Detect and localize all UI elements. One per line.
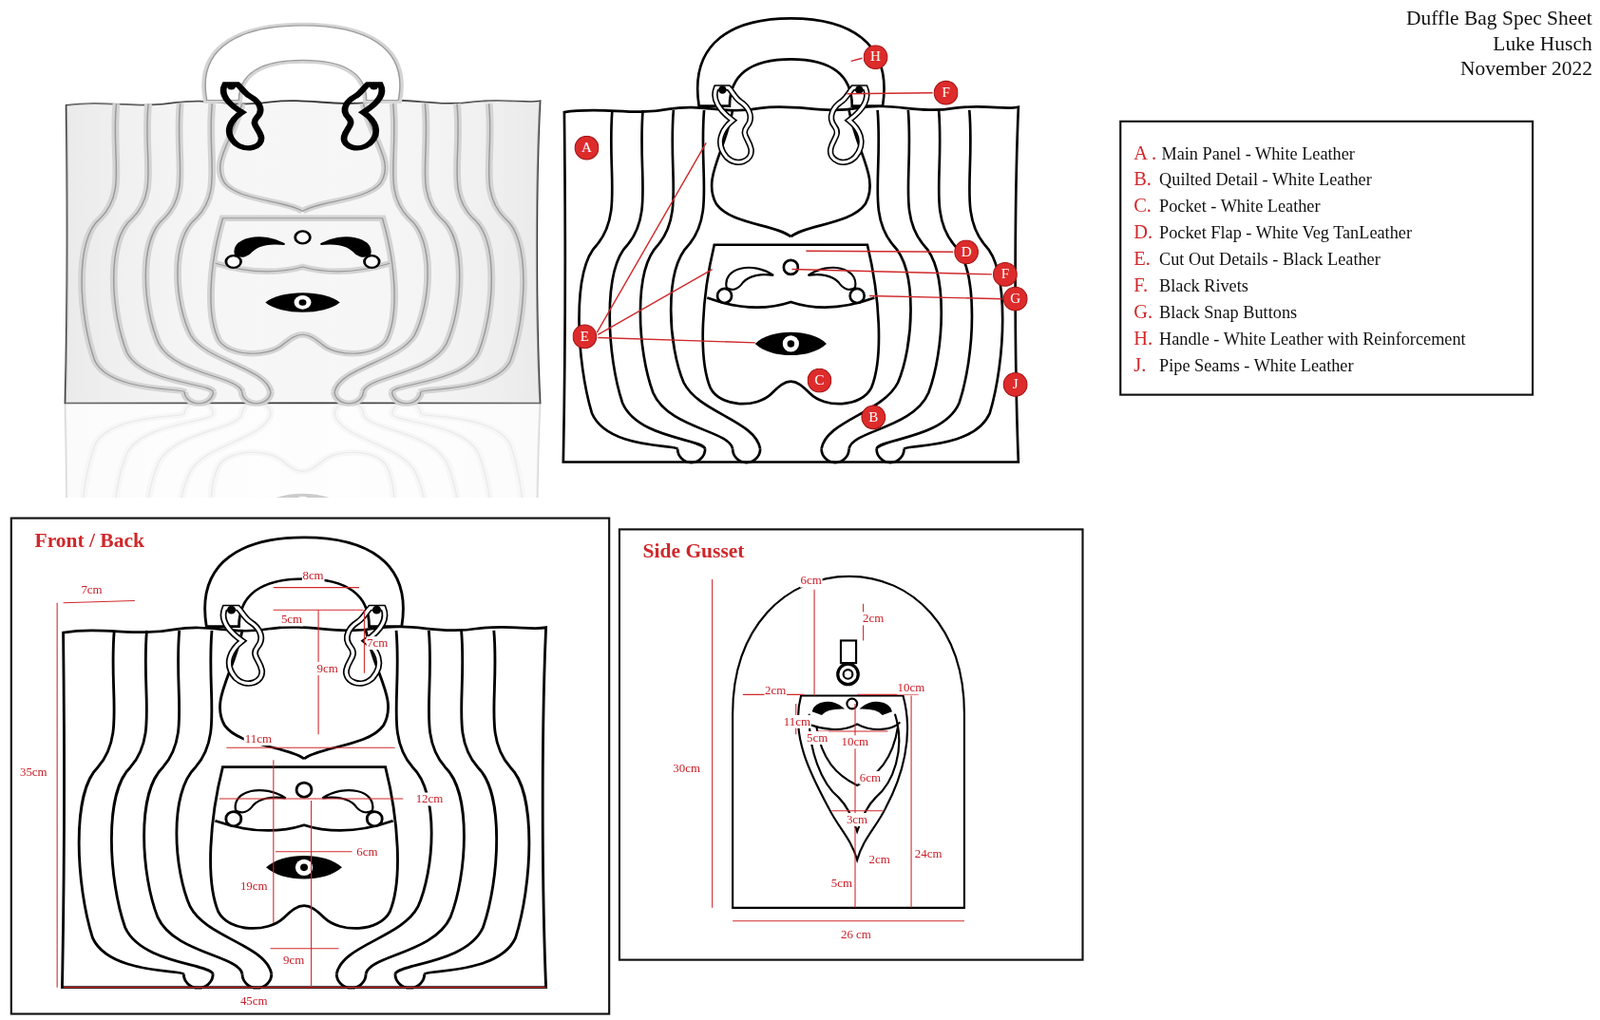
dimension-label: 6cm (858, 770, 882, 784)
legend-row: D.Pocket Flap - White Veg TanLeather (1133, 222, 1412, 244)
view-panel: Side Gusset (618, 528, 1085, 961)
legend-row: H.Handle - White Leather with Reinforcem… (1133, 327, 1466, 349)
dimension-label: 9cm (315, 661, 339, 675)
part-letter: J. (1133, 354, 1154, 376)
legend-row: B.Quilted Detail - White Leather (1133, 169, 1372, 191)
dimension-label: 10cm (896, 681, 927, 695)
dimension-label: 2cm (861, 611, 885, 626)
callout-letter: J (1012, 377, 1019, 392)
part-letter: H. (1133, 327, 1154, 349)
part-description: Black Rivets (1159, 277, 1249, 297)
dimension-label: 5cm (805, 731, 829, 745)
part-description: Cut Out Details - Black Leather (1159, 250, 1381, 270)
part-description: Pipe Seams - White Leather (1159, 356, 1353, 376)
part-description: Quilted Detail - White Leather (1159, 171, 1372, 191)
callout-letter: F (1001, 266, 1010, 282)
dimension-label: 19cm (239, 878, 269, 893)
part-description: Main Panel - White Leather (1161, 144, 1354, 164)
part-letter: C. (1133, 195, 1154, 217)
dimension-label: 8cm (301, 569, 324, 583)
callout-letter: D (961, 245, 972, 260)
part-letter: B. (1133, 169, 1154, 191)
part-description: Pocket Flap - White Veg TanLeather (1159, 224, 1412, 244)
callout-letter: F (941, 85, 950, 100)
callout-circle: H (863, 44, 889, 70)
dimension-label: 9cm (282, 953, 305, 968)
legend-row: A .Main Panel - White Leather (1133, 142, 1355, 164)
dimension-label: 7cm (79, 583, 103, 597)
dimension-label: 2cm (763, 684, 787, 698)
part-letter: F. (1133, 274, 1154, 296)
part-description: Handle - White Leather with Reinforcemen… (1159, 329, 1467, 349)
sheet-title: Duffle Bag Spec Sheet (1406, 5, 1593, 29)
dimension-label: 26 cm (839, 928, 873, 942)
callout-letter: C (814, 373, 824, 388)
dimension-label: 10cm (839, 735, 870, 749)
dimension-label: 35cm (19, 765, 49, 780)
callout-letter: A (581, 140, 592, 155)
part-description: Black Snap Buttons (1159, 304, 1297, 324)
dimension-label: 6cm (799, 573, 822, 588)
panel-heading: Front / Back (35, 528, 145, 552)
dimension-label: 3cm (845, 812, 869, 826)
legend-box: A .Main Panel - White LeatherB.Quilted D… (1119, 120, 1534, 397)
part-letter: A . (1133, 142, 1157, 164)
part-description: Pocket - White Leather (1159, 197, 1321, 217)
dimension-label: 2cm (867, 852, 891, 866)
callout-letter: G (1009, 291, 1021, 306)
callout-letter: E (580, 329, 590, 344)
callout-circle: F (992, 262, 1018, 287)
panel-heading: Side Gusset (643, 539, 745, 563)
dimension-label: 5cm (280, 612, 304, 627)
dimension-label: 30cm (671, 761, 702, 776)
legend-row: F.Black Rivets (1133, 274, 1249, 296)
callout-circle: D (953, 239, 979, 265)
callout-circle: E (572, 324, 598, 350)
dimension-label: 7cm (365, 636, 389, 650)
dimension-label: 45cm (239, 994, 269, 1009)
callout-circle: A (574, 135, 600, 161)
legend-row: E.Cut Out Details - Black Leather (1133, 248, 1381, 270)
dimension-label: 24cm (914, 847, 944, 861)
callout-circle: B (860, 404, 886, 430)
callout-circle: C (807, 368, 833, 394)
dimension-label: 5cm (830, 876, 854, 891)
dimension-label: 11cm (782, 714, 812, 728)
callout-circle: G (1003, 286, 1029, 312)
legend-row: G.Black Snap Buttons (1133, 301, 1297, 323)
callout-letter: B (868, 410, 878, 425)
dimension-label: 11cm (244, 732, 273, 746)
sheet-date: November 2022 (1460, 57, 1593, 80)
part-letter: D. (1133, 222, 1154, 244)
author-name: Luke Husch (1492, 31, 1592, 55)
dimension-label: 6cm (355, 845, 379, 859)
callout-circle: F (933, 80, 959, 106)
dimension-label: 12cm (415, 792, 445, 806)
callout-circle: J (1003, 372, 1029, 398)
part-letter: E. (1133, 248, 1154, 270)
legend-row: C.Pocket - White Leather (1133, 195, 1320, 217)
part-letter: G. (1133, 301, 1154, 323)
legend-row: J.Pipe Seams - White Leather (1133, 354, 1353, 376)
callout-letter: H (870, 50, 881, 65)
view-panel: Front / Back (10, 517, 611, 1016)
